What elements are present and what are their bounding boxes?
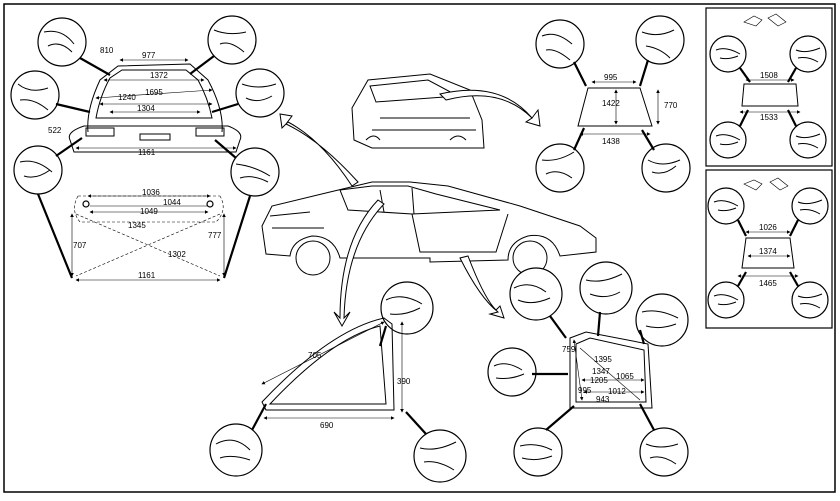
detail-circle [707, 187, 745, 225]
detail-circle [509, 267, 563, 321]
detail-circle [207, 15, 257, 65]
detail-circle [487, 347, 537, 397]
detail-circle [791, 187, 829, 225]
dim-label: 1036 [142, 188, 160, 197]
dim-label: 943 [596, 395, 610, 404]
side-window-group: 705 390 690 [209, 281, 467, 483]
dim-label: 1026 [759, 223, 777, 232]
dim-label: 1374 [759, 247, 777, 256]
dim-label: 1372 [150, 71, 168, 80]
dim-label: 522 [48, 126, 62, 135]
detail-circle [639, 427, 689, 477]
pointer-arrows [279, 89, 541, 328]
detail-circle [641, 143, 691, 193]
dim-label: 977 [142, 51, 156, 60]
detail-circle [709, 121, 747, 159]
detail-circle [37, 17, 87, 67]
dim-label: 810 [100, 46, 114, 55]
door-frame-group: 759 1395 1347 1205 1065 995 1012 943 [487, 261, 689, 477]
dim-label: 759 [562, 345, 576, 354]
detail-circle [235, 68, 285, 118]
dim-label: 995 [578, 386, 592, 395]
detail-circle [789, 121, 827, 159]
detail-circle [535, 143, 585, 193]
detail-circle [535, 19, 585, 69]
dim-label: 777 [208, 231, 222, 240]
main-car-side-view [261, 181, 597, 276]
dim-label: 1345 [128, 221, 146, 230]
dim-label: 1012 [608, 387, 626, 396]
detail-circle [513, 427, 563, 477]
dim-label: 1065 [616, 372, 634, 381]
dim-label: 1240 [118, 93, 136, 102]
detail-circle [13, 145, 63, 195]
detail-circle [413, 429, 467, 483]
detail-circle [635, 15, 685, 65]
detail-circle [709, 35, 747, 73]
detail-circle [230, 147, 280, 197]
dim-label: 1695 [145, 88, 163, 97]
dim-label: 1508 [760, 71, 778, 80]
detail-circle [10, 70, 60, 120]
dim-label: 1161 [138, 271, 156, 280]
dim-label: 995 [604, 73, 618, 82]
dim-label: 1049 [140, 207, 158, 216]
dim-label: 1422 [602, 99, 620, 108]
inset-bottom-frame [705, 169, 833, 329]
rear-panel-group: 1036 1044 1049 1345 707 777 1302 1161 [36, 188, 252, 282]
windshield-group: 995 1422 770 1438 [535, 15, 691, 193]
dim-label: 1533 [760, 113, 778, 122]
dim-label: 1302 [168, 250, 186, 259]
inset-bottom-group: 1026 1374 1465 [707, 177, 829, 319]
dim-label: 1205 [590, 376, 608, 385]
dim-label: 1438 [602, 137, 620, 146]
detail-circle [579, 261, 633, 315]
dim-label: 1161 [138, 148, 156, 157]
detail-circle [209, 423, 263, 477]
dim-label: 770 [664, 101, 678, 110]
dim-label: 1347 [592, 367, 610, 376]
dim-label: 390 [397, 377, 411, 386]
dim-label: 705 [308, 351, 322, 360]
dim-label: 1304 [137, 104, 155, 113]
dim-label: 1395 [594, 355, 612, 364]
rear-window-group: 810 977 1372 1240 1695 1304 522 1161 [10, 15, 285, 197]
dim-label: 707 [73, 241, 87, 250]
inset-top-frame [705, 7, 833, 167]
inset-top-group: 1508 1533 [709, 13, 827, 159]
outer-frame [3, 3, 836, 493]
front-car-sketch [351, 73, 485, 149]
detail-circle [789, 35, 827, 73]
dim-label: 690 [320, 421, 334, 430]
detail-circle [707, 281, 745, 319]
detail-circle [380, 281, 434, 335]
dim-label: 1044 [163, 198, 181, 207]
detail-circle [635, 293, 689, 347]
dim-label: 1465 [759, 279, 777, 288]
detail-circle [791, 281, 829, 319]
